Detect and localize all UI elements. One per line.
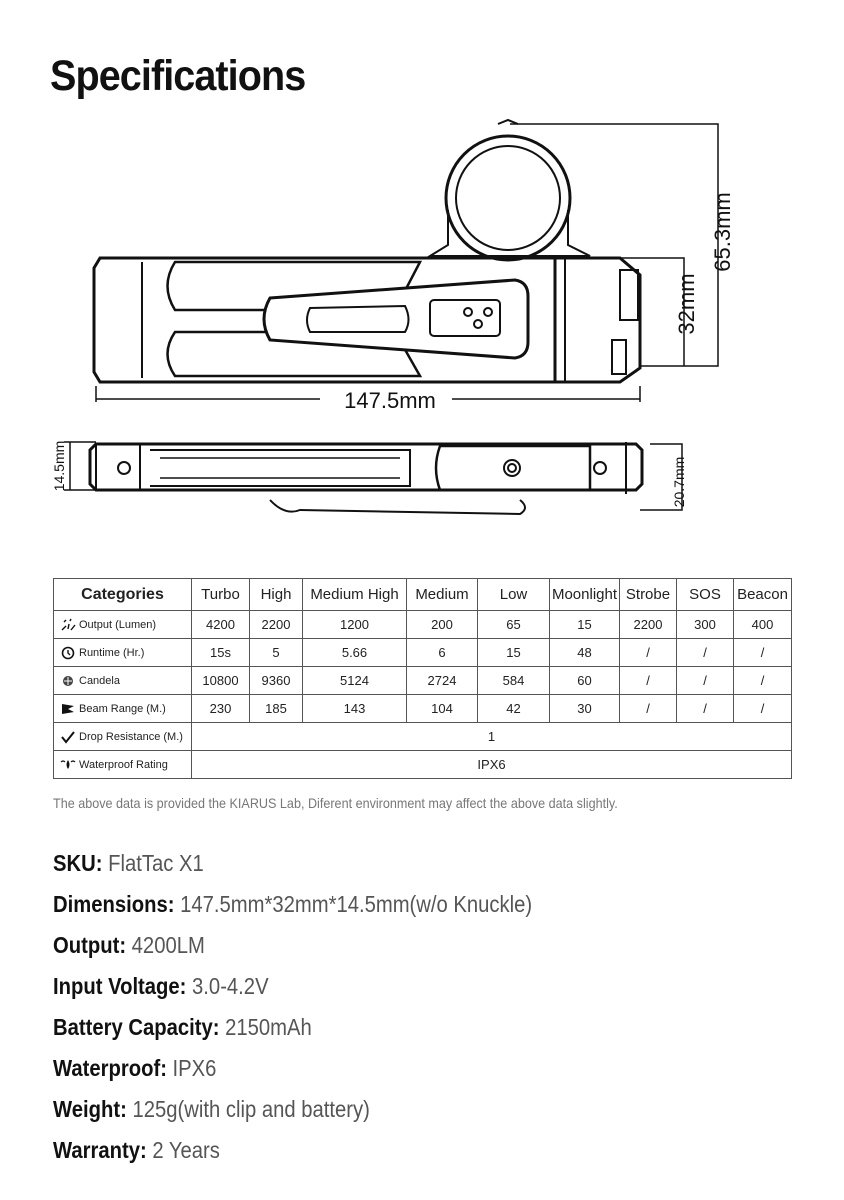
table-cell: 1 xyxy=(191,722,792,751)
table-cell: 42 xyxy=(477,694,550,723)
row-label: Output (Lumen) xyxy=(53,610,192,639)
beam-range-icon xyxy=(62,703,74,714)
table-cell: 15s xyxy=(191,638,250,667)
length-dimension-label: 147.5mm xyxy=(344,388,436,413)
spec-item-warranty: Warranty: 2 Years xyxy=(53,1137,220,1163)
table-cell: 2724 xyxy=(406,666,478,695)
table-cell: 5.66 xyxy=(302,638,407,667)
categories-header: Categories xyxy=(53,578,192,611)
table-cell: 584 xyxy=(477,666,550,695)
spec-item-waterproof: Waterproof: IPX6 xyxy=(53,1055,217,1081)
width-dimension-label: 32mm xyxy=(674,273,699,334)
table-cell: / xyxy=(733,638,792,667)
table-cell: 60 xyxy=(549,666,620,695)
table-row: Waterproof Rating IPX6 xyxy=(53,750,792,779)
mode-header: SOS xyxy=(676,578,734,611)
row-label: Drop Resistance (M.) xyxy=(53,722,192,751)
table-cell: / xyxy=(619,666,677,695)
spec-list: SKU: FlatTac X1 Dimensions: 147.5mm*32mm… xyxy=(53,848,598,1176)
spec-item-input-voltage: Input Voltage: 3.0-4.2V xyxy=(53,973,269,999)
spec-item-dimensions: Dimensions: 147.5mm*32mm*14.5mm(w/o Knuc… xyxy=(53,891,533,917)
mode-header: Low xyxy=(477,578,550,611)
spec-item-weight: Weight: 125g(with clip and battery) xyxy=(53,1096,370,1122)
table-cell: / xyxy=(733,666,792,695)
row-label: Beam Range (M.) xyxy=(53,694,192,723)
table-cell: 9360 xyxy=(249,666,303,695)
table-cell: / xyxy=(676,666,734,695)
table-cell: 15 xyxy=(477,638,550,667)
table-cell: / xyxy=(676,694,734,723)
table-cell: 200 xyxy=(406,610,478,639)
table-cell: IPX6 xyxy=(191,750,792,779)
output-icon xyxy=(61,618,76,630)
table-cell: 30 xyxy=(549,694,620,723)
table-header-row: Categories Turbo High Medium High Medium… xyxy=(53,578,792,611)
candela-icon xyxy=(63,675,73,686)
mode-header: Moonlight xyxy=(549,578,620,611)
table-cell: 400 xyxy=(733,610,792,639)
spec-item-output: Output: 4200LM xyxy=(53,932,205,958)
table-row: Candela 10800 9360 5124 2724 584 60 / / … xyxy=(53,666,792,695)
table-row: Drop Resistance (M.) 1 xyxy=(53,722,792,751)
flashlight-top-view-diagram: 147.5mm 32mm 65.3mm xyxy=(92,118,735,413)
table-row: Beam Range (M.) 230 185 143 104 42 30 / … xyxy=(53,694,792,723)
table-row: Runtime (Hr.) 15s 5 5.66 6 15 48 / / / xyxy=(53,638,792,667)
table-row: Output (Lumen) 4200 2200 1200 200 65 15 … xyxy=(53,610,792,639)
table-cell: 10800 xyxy=(191,666,250,695)
table-cell: / xyxy=(676,638,734,667)
mode-header: Turbo xyxy=(191,578,250,611)
table-cell: 4200 xyxy=(191,610,250,639)
table-cell: 2200 xyxy=(619,610,677,639)
spec-item-battery-capacity: Battery Capacity: 2150mAh xyxy=(53,1014,312,1040)
table-cell: 48 xyxy=(549,638,620,667)
table-cell: 104 xyxy=(406,694,478,723)
data-disclaimer: The above data is provided the KIARUS La… xyxy=(53,795,618,811)
table-cell: 65 xyxy=(477,610,550,639)
flashlight-side-view-diagram: 14.5mm 20.7mm xyxy=(51,441,687,516)
thickness-dimension-label: 14.5mm xyxy=(51,441,67,492)
table-cell: 6 xyxy=(406,638,478,667)
mode-header: Medium High xyxy=(302,578,407,611)
table-cell: 5124 xyxy=(302,666,407,695)
mode-header: Medium xyxy=(406,578,478,611)
row-label: Candela xyxy=(53,666,192,695)
table-cell: 230 xyxy=(191,694,250,723)
mode-header: Beacon xyxy=(733,578,792,611)
table-cell: 15 xyxy=(549,610,620,639)
spec-item-sku: SKU: FlatTac X1 xyxy=(53,850,204,876)
mode-header: Strobe xyxy=(619,578,677,611)
knuckle-thickness-dimension-label: 20.7mm xyxy=(671,457,687,508)
waterproof-icon xyxy=(60,759,76,769)
table-cell: 5 xyxy=(249,638,303,667)
total-width-dimension-label: 65.3mm xyxy=(710,192,735,271)
table-cell: 300 xyxy=(676,610,734,639)
table-cell: / xyxy=(733,694,792,723)
table-cell: 1200 xyxy=(302,610,407,639)
table-cell: 185 xyxy=(249,694,303,723)
table-cell: / xyxy=(619,694,677,723)
page-title: Specifications xyxy=(50,52,306,100)
spec-table: Categories Turbo High Medium High Medium… xyxy=(53,578,792,779)
runtime-icon xyxy=(61,646,75,659)
table-cell: / xyxy=(619,638,677,667)
mode-header: High xyxy=(249,578,303,611)
row-label: Runtime (Hr.) xyxy=(53,638,192,667)
table-cell: 2200 xyxy=(249,610,303,639)
table-cell: 143 xyxy=(302,694,407,723)
row-label: Waterproof Rating xyxy=(53,750,192,779)
drop-resistance-icon xyxy=(61,730,75,744)
